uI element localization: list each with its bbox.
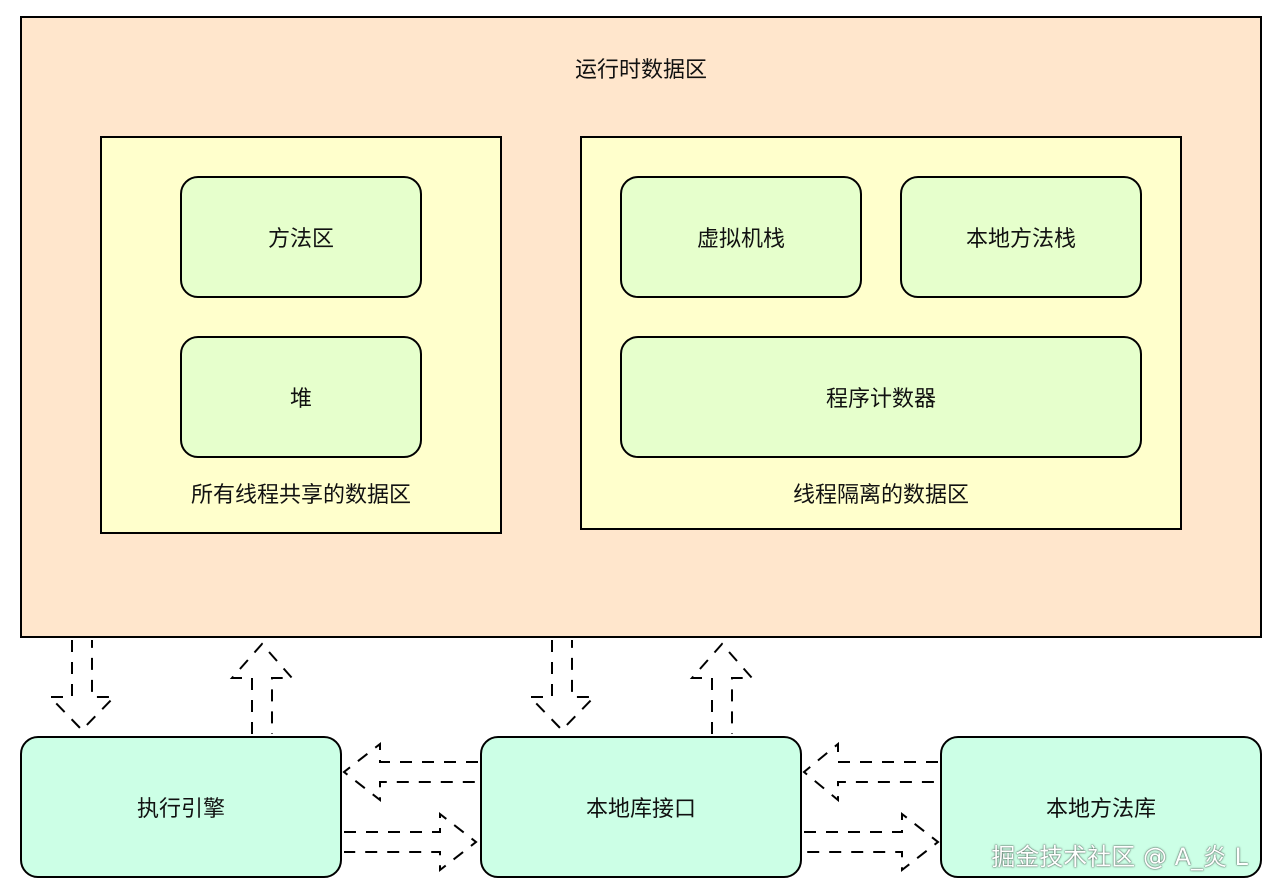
- isolated-region-caption: 线程隔离的数据区: [792, 483, 969, 508]
- arrow-engine-to-native-interface: [344, 811, 478, 873]
- program-counter-node: 程序计数器: [620, 336, 1142, 458]
- execution-engine-node: 执行引擎: [20, 736, 342, 878]
- shared-region-caption: 所有线程共享的数据区: [190, 483, 411, 508]
- native-library-label: 本地方法库: [1045, 797, 1156, 822]
- native-interface-label: 本地库接口: [585, 797, 696, 822]
- arrow-native-interface-to-engine: [342, 741, 478, 803]
- watermark-text: 掘金技术社区 @ A_炎 L: [991, 843, 1248, 871]
- arrow-engine-to-runtime: [229, 642, 295, 734]
- program-counter-label: 程序计数器: [825, 387, 936, 412]
- native-method-stack-node: 本地方法栈: [900, 176, 1142, 298]
- method-area-label: 方法区: [267, 227, 334, 252]
- heap-label: 堆: [289, 387, 312, 412]
- native-library-node: 本地方法库: [940, 736, 1262, 878]
- vm-stack-label: 虚拟机栈: [696, 227, 785, 252]
- arrow-runtime-to-native-interface: [527, 640, 597, 732]
- runtime-data-area-title: 运行时数据区: [574, 58, 707, 83]
- native-interface-node: 本地库接口: [480, 736, 802, 878]
- native-method-stack-label: 本地方法栈: [965, 227, 1076, 252]
- arrow-interface-to-native-library: [804, 811, 940, 873]
- arrow-runtime-to-engine: [47, 640, 117, 732]
- method-area-node: 方法区: [180, 176, 422, 298]
- arrow-native-library-to-interface: [802, 741, 938, 803]
- heap-node: 堆: [180, 336, 422, 458]
- execution-engine-label: 执行引擎: [136, 797, 225, 822]
- vm-stack-node: 虚拟机栈: [620, 176, 862, 298]
- arrow-native-interface-to-runtime: [689, 642, 755, 734]
